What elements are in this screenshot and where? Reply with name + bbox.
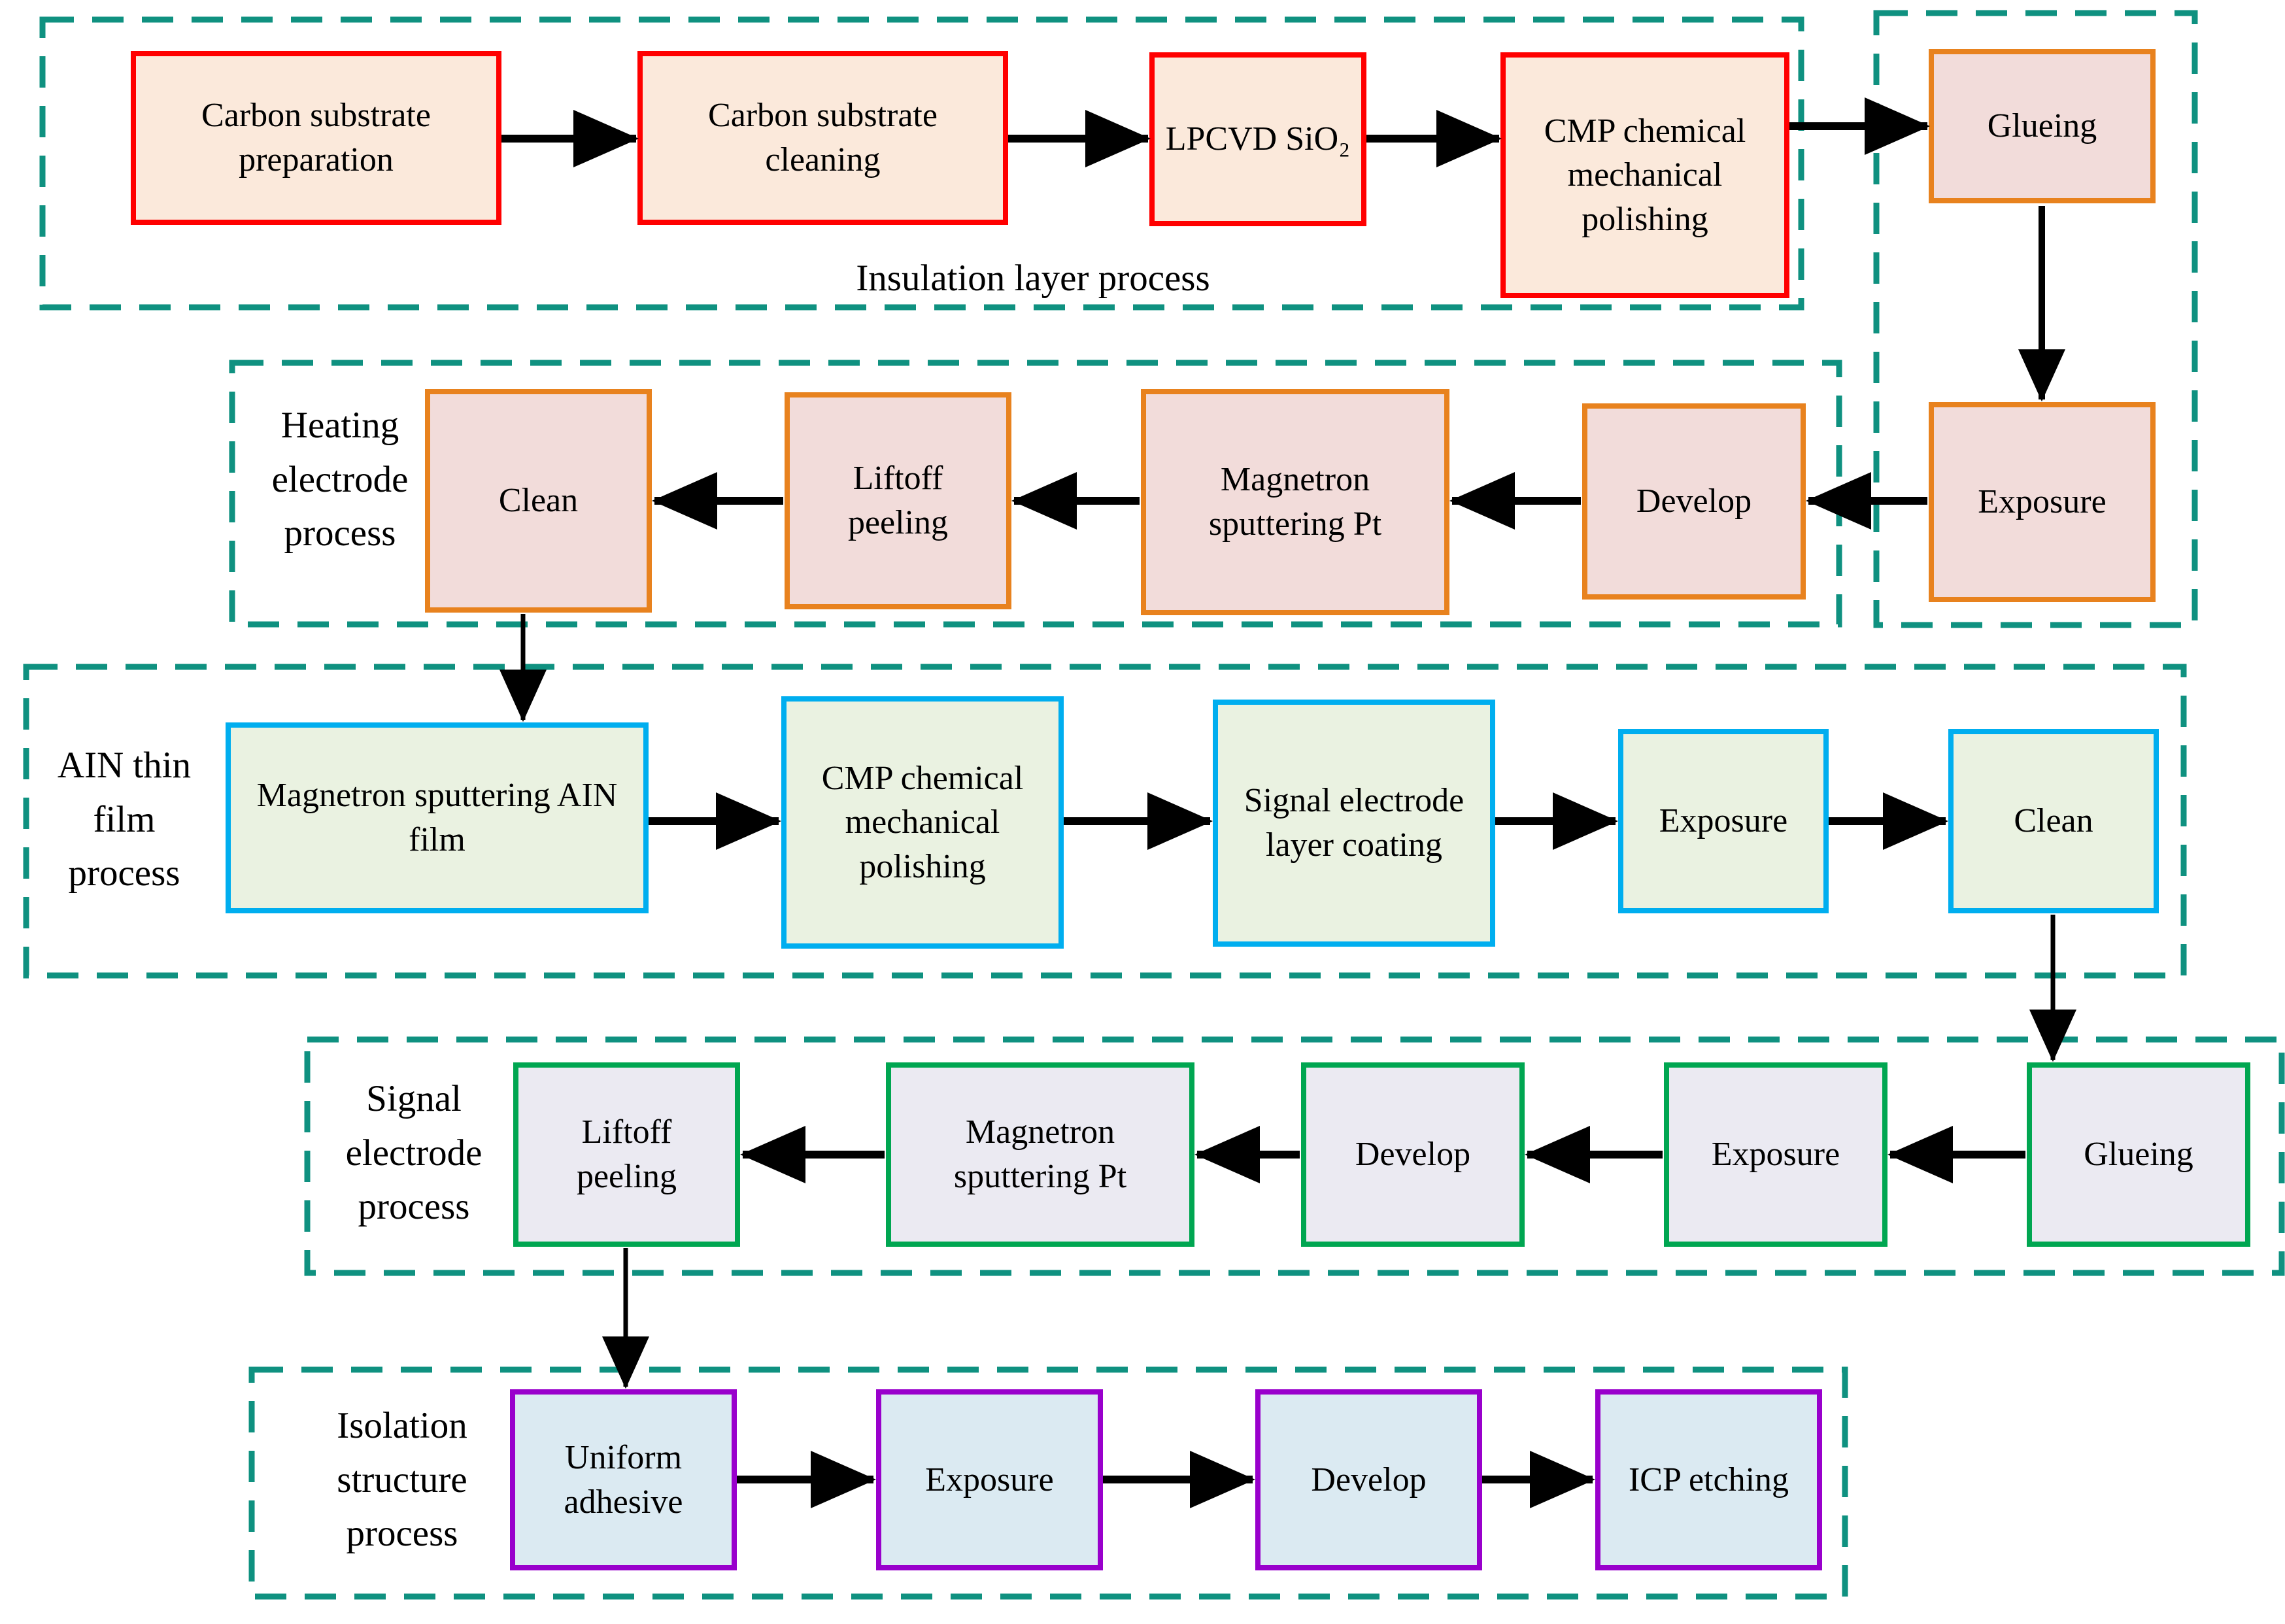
box-uniform-adhesive: Uniform adhesive [510, 1389, 737, 1570]
box-develop-signal: Develop [1301, 1062, 1525, 1247]
box-develop-heating: Develop [1582, 403, 1806, 600]
box-magnetron-sputtering-pt-heating: Magnetron sputtering Pt [1141, 389, 1449, 615]
box-magnetron-sputtering-ain-film: Magnetron sputtering AIN film [226, 722, 649, 913]
box-clean-ain: Clean [1948, 729, 2159, 913]
box-exposure-signal: Exposure [1664, 1062, 1887, 1247]
box-cmp-polishing-insulation: CMP chemical mechanical polishing [1500, 52, 1789, 298]
label-ain-thin-film-process: AIN thin film process [57, 745, 192, 894]
box-glueing-top: Glueing [1929, 49, 2156, 203]
box-exposure-heating: Exposure [1929, 402, 2156, 602]
box-carbon-substrate-cleaning: Carbon substrate cleaning [637, 51, 1008, 225]
box-lpcvd-sio2: LPCVD SiO₂ [1149, 52, 1366, 226]
box-cmp-polishing-ain: CMP chemical mechanical polishing [781, 696, 1064, 949]
box-exposure-ain: Exposure [1618, 729, 1829, 913]
box-exposure-isolation: Exposure [876, 1389, 1103, 1570]
label-isolation-structure-process: Isolation structure process [337, 1405, 467, 1555]
box-develop-isolation: Develop [1255, 1389, 1482, 1570]
label-heating-electrode-process: Heating electrode process [271, 405, 409, 554]
box-liftoff-peeling-signal: Liftoff peeling [513, 1062, 740, 1247]
box-glueing-signal: Glueing [2027, 1062, 2250, 1247]
box-clean-heating: Clean [425, 389, 652, 613]
box-carbon-substrate-preparation: Carbon substrate preparation [131, 51, 501, 225]
label-signal-electrode-process: Signal electrode process [345, 1078, 482, 1228]
label-insulation-layer-process: Insulation layer process [856, 258, 1210, 299]
box-signal-electrode-layer-coating: Signal electrode layer coating [1213, 700, 1495, 947]
box-icp-etching: ICP etching [1595, 1389, 1822, 1570]
box-magnetron-sputtering-pt-signal: Magnetron sputtering Pt [886, 1062, 1194, 1247]
box-liftoff-peeling-heating: Liftoff peeling [785, 392, 1011, 609]
